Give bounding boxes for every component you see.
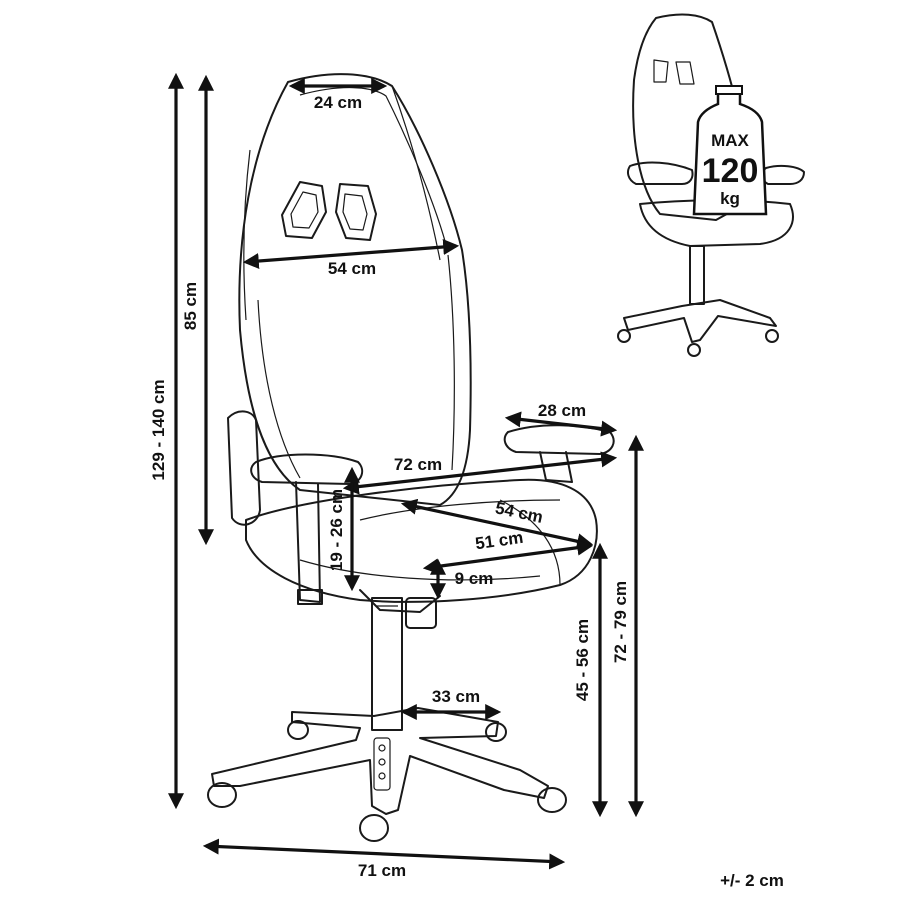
backrest-width-arrow [242,238,460,270]
base-width-arrow [202,838,566,870]
tolerance-note: +/- 2 cm [720,871,784,890]
seat-depth-arrow [400,498,594,550]
headrest-width-label: 24 cm [314,93,362,112]
backrest-slot-left [281,181,327,239]
seat-height-label: 45 - 56 cm [573,619,592,701]
max-load-badge: MAX 120 kg [692,85,768,216]
max-load-unit: kg [720,189,740,208]
castor-wheels [207,720,567,842]
backrest-outline [238,73,472,506]
cylinder-width-label: 33 cm [432,687,480,706]
seat-width-label: 51 cm [474,528,524,554]
armrest-length-label: 28 cm [538,401,586,420]
dimension-arrows [168,72,644,870]
outer-width-label: 72 cm [394,455,442,474]
armrest-height-label: 19 - 26 cm [327,489,346,571]
backrest-height-label: 85 cm [181,282,200,330]
arm-top-height-label: 72 - 79 cm [611,581,630,663]
total-height-label: 129 - 140 cm [149,379,168,480]
armrest-length-arrow [504,411,618,437]
seat-width-arrow [422,539,594,575]
backrest-width-label: 54 cm [328,259,376,278]
star-base [211,707,549,815]
max-label: MAX [711,131,749,150]
gas-cylinder [371,597,403,731]
base-width-label: 71 cm [358,861,406,880]
backrest-slot-right [335,183,377,241]
max-load-value: 120 [702,152,759,190]
seat-thickness-label: 9 cm [455,569,494,588]
outer-width-arrow [342,451,618,495]
left-armrest-pad [227,410,261,526]
seat-depth-label: 54 cm [494,498,545,527]
